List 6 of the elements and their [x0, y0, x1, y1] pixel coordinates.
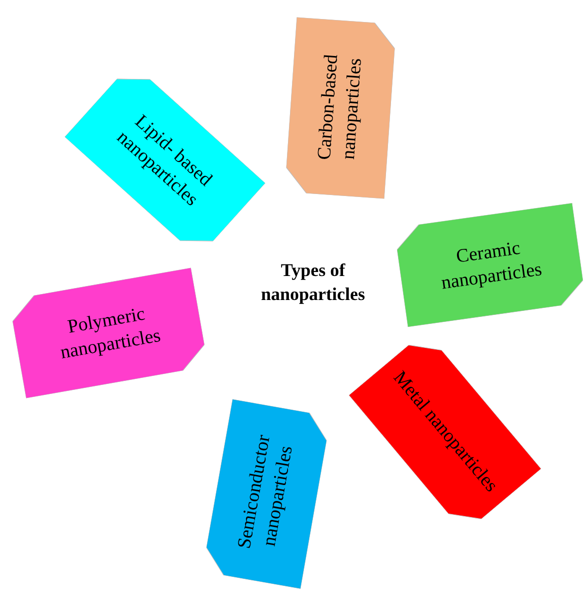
shape-label: Carbon-based nanoparticles	[312, 52, 366, 163]
shape-label: Polymeric nanoparticles	[57, 302, 163, 366]
hexagon-shape	[284, 17, 396, 199]
shape-label: Semiconductor nanoparticles	[232, 432, 298, 552]
shape-label: Ceramic nanoparticles	[438, 237, 544, 296]
center-title: Types of nanoparticles	[260, 259, 366, 306]
